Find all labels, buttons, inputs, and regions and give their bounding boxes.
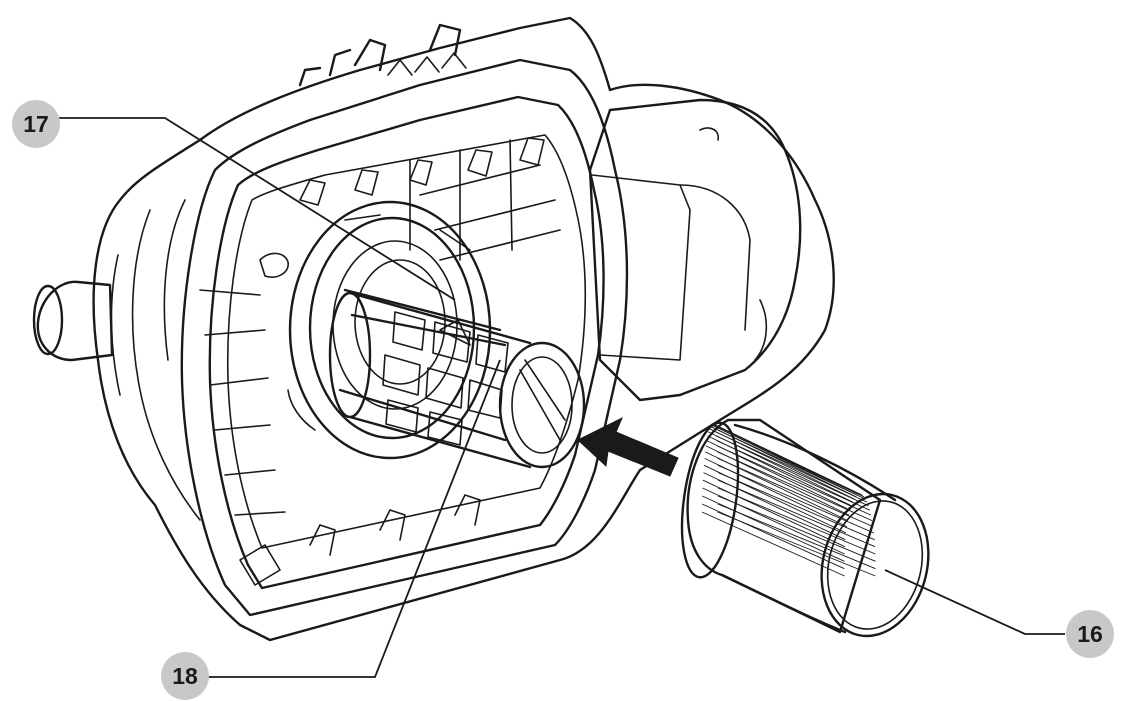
- callout-17-label: 17: [23, 111, 49, 137]
- cartridge-filter: [680, 418, 930, 638]
- filter-support-cage: [328, 288, 586, 469]
- pleat-line: [717, 495, 876, 562]
- pleat-line: [717, 503, 876, 570]
- housing-rim: [180, 58, 629, 617]
- pleat-line: [714, 428, 866, 500]
- filter-housing: [32, 16, 835, 642]
- pleat-line: [713, 425, 865, 498]
- callout-16-label: 16: [1077, 621, 1103, 647]
- pleat-line: [717, 457, 874, 528]
- pleat-line: [701, 503, 845, 570]
- pleat-line: [715, 435, 869, 507]
- leader-line-17: [55, 117, 456, 301]
- pleat-line: [717, 472, 875, 541]
- pleat-line: [715, 431, 868, 503]
- pleat-line: [717, 479, 876, 548]
- cartridge-pleats: [701, 423, 876, 577]
- pleat-line: [713, 424, 863, 496]
- pleat-line: [717, 487, 876, 555]
- pleat-line: [716, 440, 870, 511]
- insertion-direction-arrow: [577, 416, 679, 477]
- housing-outer-shell: [92, 16, 835, 642]
- pleat-line: [702, 495, 845, 562]
- side-outlet-tube: [36, 280, 114, 362]
- leader-line-18: [198, 359, 501, 678]
- leader-line-16: [884, 569, 1065, 635]
- callout-18-label: 18: [172, 663, 198, 689]
- pleat-line: [717, 451, 873, 522]
- callout-16: 16: [1066, 610, 1114, 658]
- pleat-line: [717, 464, 875, 534]
- pleat-line: [716, 445, 872, 516]
- pleat-line: [701, 511, 845, 577]
- callout-18: 18: [161, 652, 209, 700]
- callout-17: 17: [12, 100, 60, 148]
- pleat-line: [717, 511, 876, 577]
